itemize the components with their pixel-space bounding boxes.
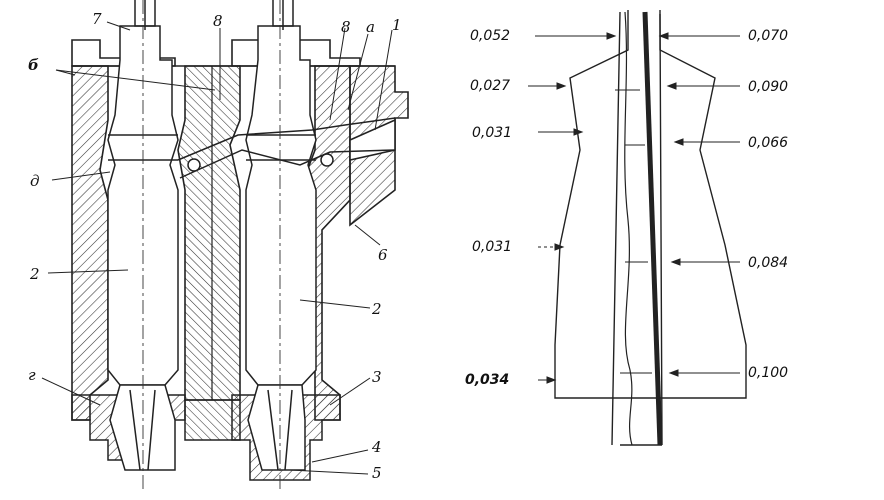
value-right-3: 0,066: [748, 135, 789, 151]
label-d: д: [30, 172, 40, 190]
value-right-4: 0,084: [748, 255, 789, 271]
value-left-2: 0,027: [470, 78, 511, 94]
label-6: 6: [378, 246, 388, 264]
label-3: 3: [372, 368, 382, 386]
value-left-4: 0,031: [472, 239, 513, 255]
label-g: г: [28, 366, 36, 384]
label-7: 7: [92, 10, 102, 28]
label-5: 5: [372, 464, 382, 482]
feed-channels: [177, 117, 396, 179]
mandrel-right: [245, 0, 317, 386]
parison-profile: [554, 10, 747, 446]
label-1: 1: [392, 16, 402, 34]
value-right-5: 0,100: [748, 365, 789, 381]
label-a: a: [366, 18, 375, 36]
value-left-5: 0,034: [465, 372, 510, 388]
label-8-left: 8: [213, 12, 223, 30]
value-left-1: 0,052: [470, 28, 511, 44]
nozzle-base: [71, 384, 341, 481]
value-right-1: 0,070: [748, 28, 789, 44]
center-lines: [142, 0, 281, 490]
label-2-right: 2: [372, 300, 382, 318]
value-left-3: 0,031: [472, 125, 513, 141]
label-4: 4: [372, 438, 382, 456]
measurement-arrows: [528, 32, 740, 384]
label-8-right: 8: [341, 18, 351, 36]
label-2-left: 2: [30, 265, 40, 283]
label-b: б: [28, 56, 39, 74]
value-right-2: 0,090: [748, 79, 789, 95]
leader-lines: [41, 21, 393, 475]
